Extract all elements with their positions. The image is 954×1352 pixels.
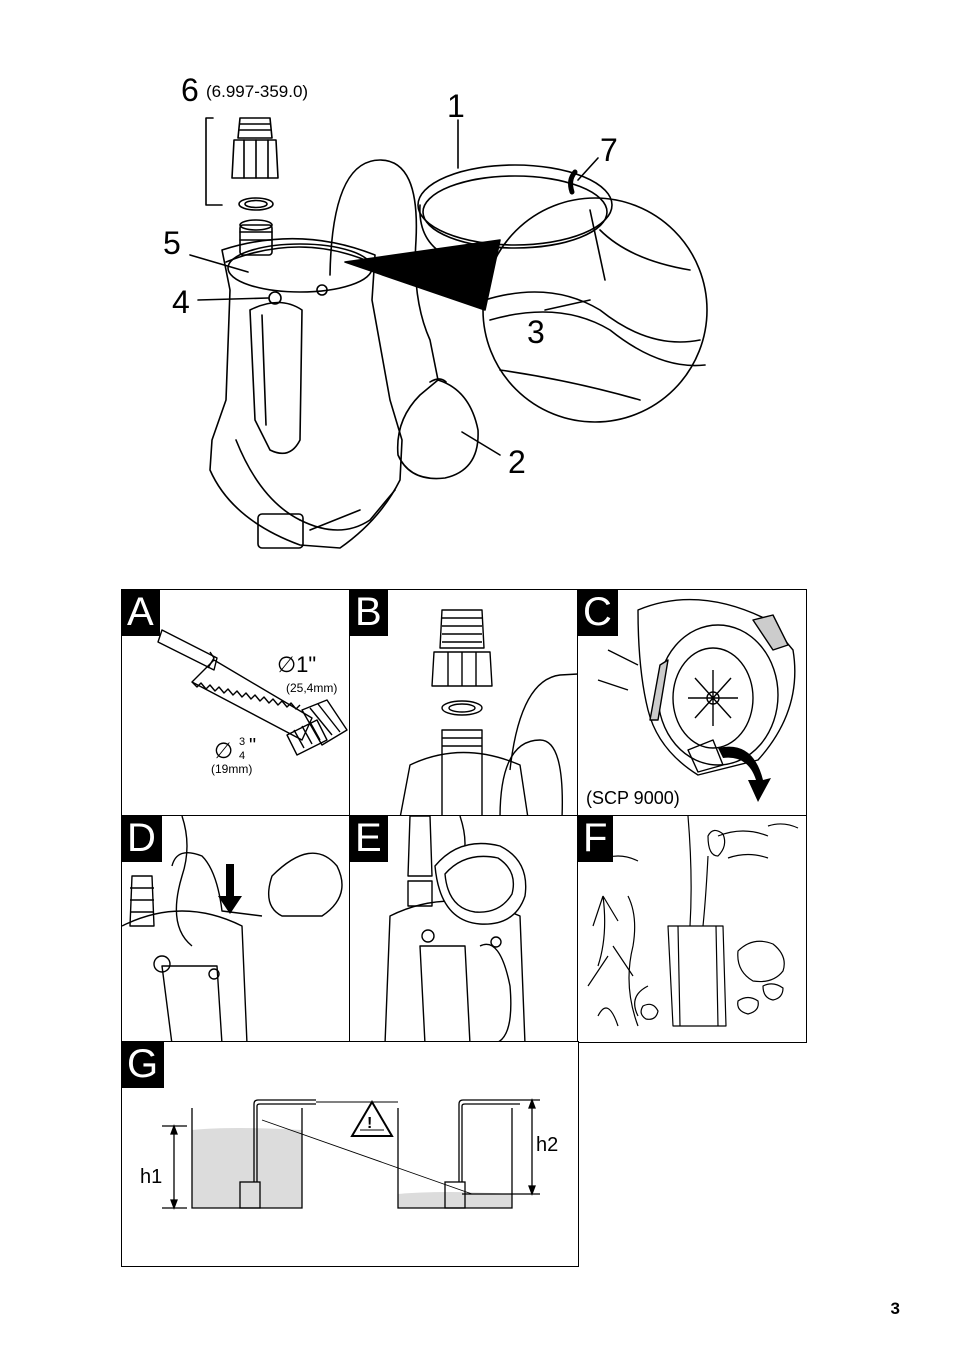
- height-label-h1: h1: [140, 1166, 163, 1188]
- curved-arrow-icon: [718, 746, 771, 802]
- callout-2: 2: [508, 444, 526, 480]
- overview-figure: 6 (6.997-359.0) 1 7 5 4 3 2: [0, 0, 954, 580]
- panel-g: G: [121, 1041, 579, 1267]
- callout-7: 7: [600, 132, 618, 168]
- pond-placement-drawing: [587, 816, 799, 1027]
- accessory-part-number: (6.997-359.0): [206, 82, 309, 101]
- diameter-3-4-symbol: ∅: [214, 738, 234, 763]
- float-switch-mounted-drawing: [384, 816, 527, 1042]
- diameter-1-inch: ∅1": [277, 652, 317, 677]
- page-number: 3: [890, 1299, 900, 1318]
- panel-f: F: [577, 815, 807, 1043]
- pump-overview-drawing: [189, 117, 708, 549]
- diameter-3-4-denominator: 4: [239, 750, 246, 762]
- delivery-height-diagram: [162, 1098, 540, 1210]
- panel-b: B: [349, 589, 579, 817]
- panel-e: E: [349, 815, 579, 1043]
- panel-c: C (SCP 9000): [577, 589, 807, 817]
- diameter-3-4-mm: (19mm): [211, 762, 253, 776]
- connector-assembly-drawing: [399, 609, 578, 816]
- panel-b-label: B: [350, 590, 388, 636]
- panel-c-label: C: [578, 590, 618, 636]
- diameter-3-4-numerator: 3: [239, 736, 246, 748]
- callout-3: 3: [527, 314, 545, 350]
- panel-a: A ∅1" (25,4mm) ∅ 3 4 " (19mm): [121, 589, 351, 817]
- base-plate-removal-drawing: [597, 598, 796, 802]
- panel-f-label: F: [578, 816, 614, 862]
- panel-d: D: [121, 815, 351, 1043]
- height-label-h2: h2: [536, 1134, 559, 1156]
- diameter-3-4-inch: ": [249, 735, 257, 757]
- warning-exclamation: !: [367, 1115, 373, 1132]
- diameter-1-inch-mm: (25,4mm): [286, 681, 338, 695]
- panel-a-label: A: [122, 590, 160, 636]
- panel-d-label: D: [122, 816, 162, 862]
- instruction-panel-grid: A ∅1" (25,4mm) ∅ 3 4 " (19mm) B: [121, 589, 807, 1267]
- float-switch-insertion-drawing: [122, 816, 343, 1042]
- callout-5: 5: [163, 225, 181, 261]
- callout-6: 6: [181, 72, 199, 108]
- panel-e-label: E: [350, 816, 388, 862]
- warning-triangle-icon: [350, 1100, 394, 1137]
- arrow-down-icon: [218, 864, 242, 914]
- panel-g-label: G: [122, 1042, 165, 1088]
- model-note-scp-9000: (SCP 9000): [586, 788, 680, 808]
- callout-1: 1: [447, 88, 465, 124]
- saw-cutting-drawing: [157, 629, 348, 756]
- callout-4: 4: [172, 284, 190, 320]
